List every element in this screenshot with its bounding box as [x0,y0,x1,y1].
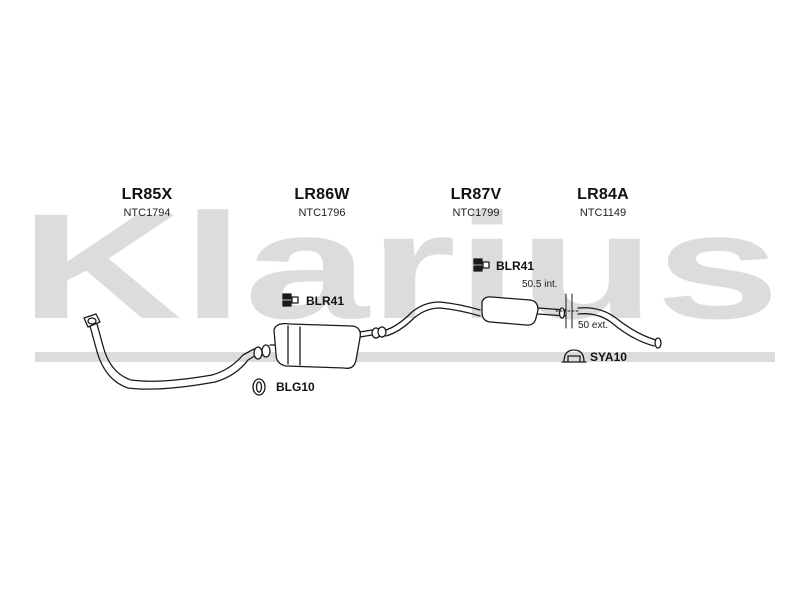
rubber-mount-icon [282,293,299,307]
joint-marker [555,293,581,329]
part-reference: NTC1794 [123,207,171,219]
accessory-code: BLG10 [276,380,315,394]
part-code: LR84A [577,186,629,203]
tail-pipe [577,307,662,349]
joint-note-internal: 50.5 int. [522,279,558,290]
part-reference: NTC1799 [452,207,500,219]
centre-silencer [269,322,387,369]
part-reference: NTC1796 [298,207,346,219]
front-pipe [83,313,271,390]
part-code: LR85X [121,186,173,203]
rubber-mount-icon [473,258,490,272]
brand-watermark-bar [35,352,775,362]
accessory-code: BLR41 [306,294,345,308]
part-code: LR86W [294,186,350,203]
part-code: LR87V [450,186,502,203]
gasket-ring-icon [252,378,266,396]
clamp-icon [561,349,587,363]
accessory-code: BLR41 [496,259,535,273]
part-reference: NTC1149 [579,207,627,219]
accessory-code: SYA10 [590,350,627,364]
rear-silencer-section [385,296,567,337]
joint-note-external: 50 ext. [578,320,609,331]
